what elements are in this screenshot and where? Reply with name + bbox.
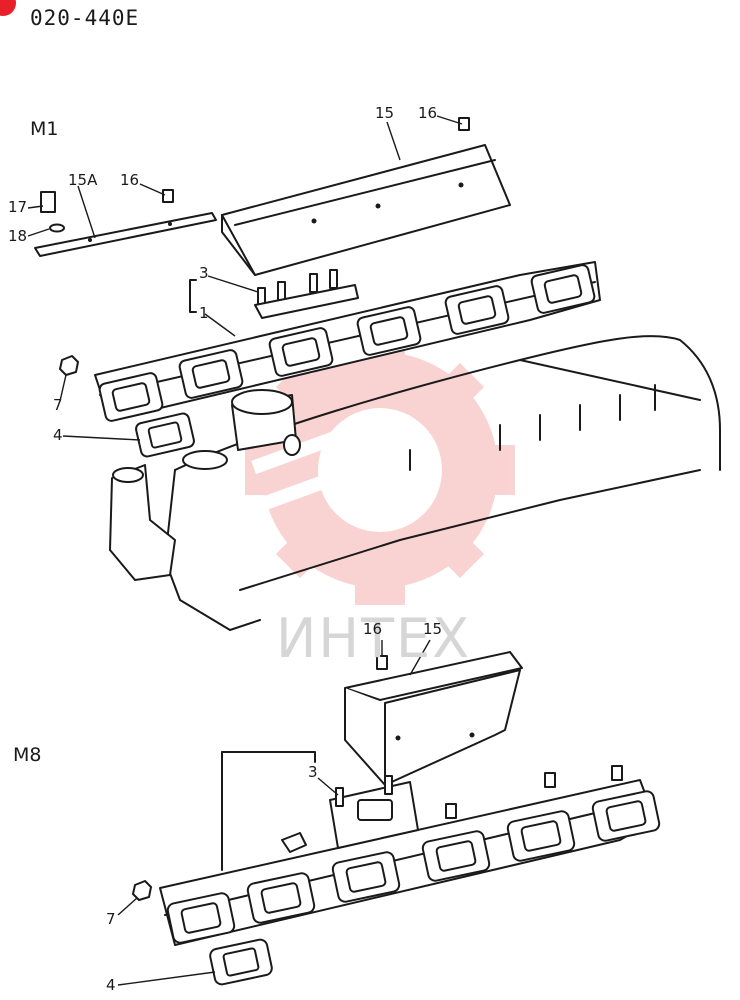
- watermark-gear-icon: [245, 335, 515, 605]
- callout-m1-15: 15: [375, 104, 395, 122]
- callout-m8-15: 15: [423, 620, 443, 638]
- corner-badge: [0, 0, 16, 16]
- m8-assembly: [117, 639, 661, 986]
- callout-m1-17: 17: [8, 198, 28, 216]
- callout-m1-16b: 16: [120, 171, 140, 189]
- callout-m1-3: 3: [199, 264, 209, 282]
- document-code: 020-440E: [30, 6, 140, 30]
- callout-m1-18: 18: [8, 227, 28, 245]
- callout-m8-7: 7: [106, 910, 116, 928]
- callout-m1-4: 4: [53, 426, 63, 444]
- callout-m8-16: 16: [363, 620, 383, 638]
- variant-label-m8: M8: [13, 744, 42, 766]
- callout-m1-1: 1: [199, 304, 209, 322]
- watermark-text: ИНТЕХ: [276, 607, 472, 670]
- callout-m1-16: 16: [418, 104, 438, 122]
- m1-assembly: [27, 115, 721, 631]
- callout-m8-4: 4: [106, 976, 116, 994]
- callout-m1-15a: 15A: [68, 171, 98, 189]
- callout-m1-7: 7: [53, 396, 63, 414]
- variant-label-m1: M1: [30, 118, 59, 140]
- callout-m8-3: 3: [308, 763, 318, 781]
